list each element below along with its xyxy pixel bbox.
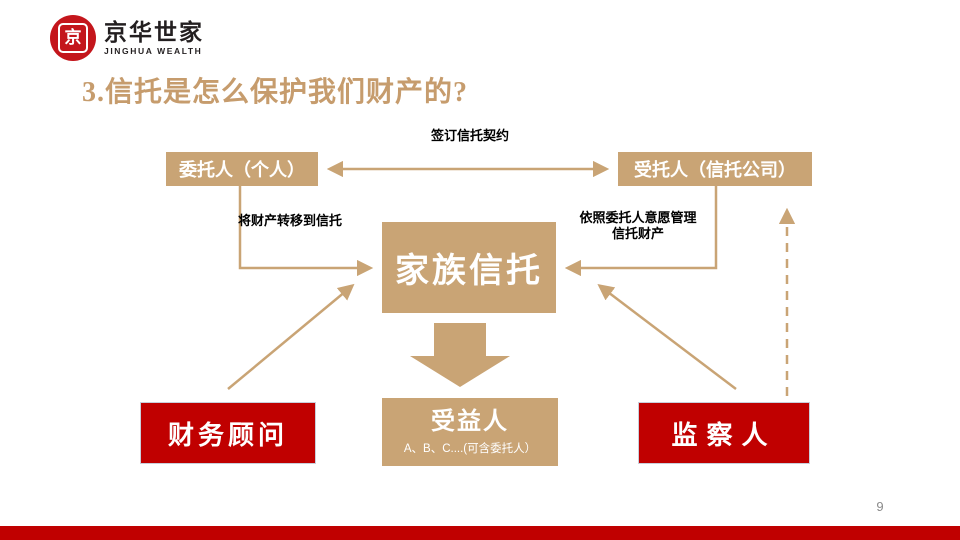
bottom-accent-bar [0,526,960,540]
box-beneficiary: 受益人 A、B、C....(可含委托人） [382,398,558,466]
jinghua-seal-icon: 京 [50,15,96,61]
box-family-trust: 家族信托 [382,222,556,313]
beneficiary-title: 受益人 [431,409,509,436]
label-manage-line2: 信托财产 [611,226,664,242]
logo-name-cn: 京华世家 [104,18,204,45]
arrow-advisor-to-trust [227,283,355,390]
logo-name-en: JINGHUA WEALTH [104,45,203,56]
box-supervisor: 监察人 [638,402,810,464]
page-number: 9 [876,499,884,514]
company-logo: 京 京华世家 JINGHUA WEALTH [50,15,204,61]
box-trustee: 受托人（信托公司） [618,152,812,186]
label-transfer-property: 将财产转移到信托 [238,213,343,228]
block-arrow-trust-to-beneficiary [410,323,510,387]
box-principal: 委托人（个人） [166,152,318,186]
seal-character: 京 [58,23,88,53]
beneficiary-subtitle: A、B、C....(可含委托人） [403,442,537,455]
arrow-supervisor-to-trust [597,284,737,390]
label-manage-line1: 依照委托人意愿管理 [579,210,697,225]
logo-text: 京华世家 JINGHUA WEALTH [104,18,204,56]
slide-title: 3.信托是怎么保护我们财产的? [82,77,469,108]
label-manage-property: 依照委托人意愿管理 信托财产 [560,210,716,243]
box-financial-advisor: 财务顾问 [140,402,316,464]
label-sign-contract: 签订信托契约 [430,128,509,143]
